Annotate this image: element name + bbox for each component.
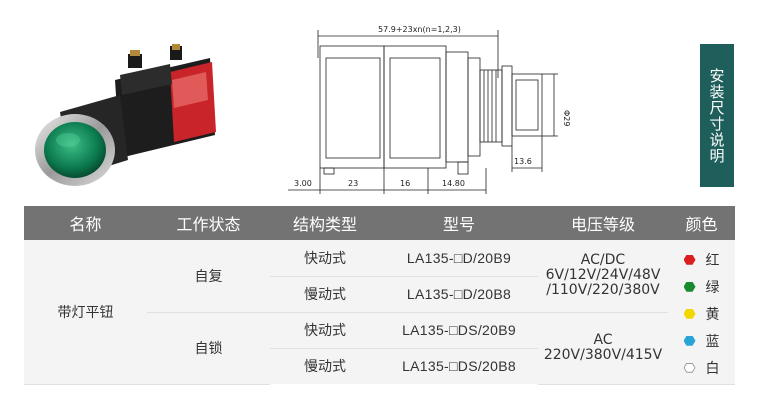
state-cell: 自复: [147, 240, 270, 313]
color-item-blue: 蓝: [683, 331, 720, 351]
product-name: 带灯平钮: [24, 240, 147, 385]
red-hexagon-icon: [683, 254, 696, 265]
header-voltage: 电压等级: [538, 206, 668, 240]
diameter-label: Φ29: [562, 110, 571, 126]
color-item-red: 红: [683, 250, 720, 270]
header-name: 名称: [24, 206, 147, 240]
blue-hexagon-icon: [683, 335, 696, 346]
model-cell: LA135-□DS/20B8: [380, 348, 538, 384]
color-label: 红: [705, 252, 720, 269]
color-label: 黄: [705, 306, 720, 323]
voltage-line: 6V/12V/24V/48V: [545, 267, 661, 284]
color-item-white: 白: [683, 358, 720, 378]
dim-label-1: 3.00: [294, 179, 312, 188]
color-item-yellow: 黄: [683, 304, 720, 324]
table-header-row: 名称 工作状态 结构类型 型号 电压等级 颜色: [24, 206, 735, 240]
green-hexagon-icon: [683, 281, 696, 292]
header-state: 工作状态: [147, 206, 270, 240]
header-structure: 结构类型: [270, 206, 380, 240]
product-photo: [20, 40, 235, 200]
state-cell: 自锁: [147, 312, 270, 385]
dim-label-2: 23: [348, 179, 358, 188]
overall-dim-label: 57.9+23xn(n=1,2,3): [378, 25, 461, 34]
voltage-cell: AC 220V/380V/415V: [538, 312, 668, 385]
white-hexagon-icon: [683, 362, 696, 373]
header-color: 颜色: [668, 206, 735, 240]
model-cell: LA135-□D/20B8: [380, 276, 538, 313]
spec-table: 名称 工作状态 结构类型 型号 电压等级 颜色 带灯平钮 自复 快动式 LA13…: [24, 206, 735, 385]
header-model: 型号: [380, 206, 538, 240]
voltage-line: 220V/380V/415V: [543, 347, 663, 363]
structure-cell: 快动式: [270, 312, 380, 349]
voltage-cell: AC/DC 6V/12V/24V/48V /110V/220/380V: [538, 240, 668, 313]
color-item-green: 绿: [683, 277, 720, 297]
install-dimensions-label: 安装尺寸说明: [707, 67, 726, 164]
voltage-line: AC/DC: [580, 252, 626, 269]
dim-label-4: 14.80: [442, 179, 465, 188]
voltage-line: /110V/220/380V: [546, 282, 660, 299]
structure-cell: 快动式: [270, 240, 380, 277]
install-dimensions-tab: 安装尺寸说明: [700, 44, 734, 187]
table-row: 带灯平钮 自复 快动式 LA135-□D/20B9 AC/DC 6V/12V/2…: [24, 240, 735, 385]
yellow-hexagon-icon: [683, 308, 696, 319]
model-cell: LA135-□DS/20B9: [380, 312, 538, 349]
table-row: 慢动式 LA135-□DS/20B8: [24, 348, 735, 384]
color-label: 绿: [705, 279, 720, 296]
depth-label: 13.6: [514, 157, 532, 166]
table-row: 慢动式 LA135-□D/20B8: [24, 276, 735, 313]
voltage-line: AC: [593, 332, 613, 348]
structure-cell: 慢动式: [270, 348, 380, 384]
color-label: 白: [705, 360, 720, 377]
dimension-drawing: 57.9+23xn(n=1,2,3) 3.00 23 16 14.80 Φ29 …: [288, 18, 588, 198]
table-row: 自锁 快动式 LA135-□DS/20B9 AC 220V/380V/415V: [24, 312, 735, 385]
color-cell: 红 绿 黄 蓝 白: [668, 240, 735, 385]
structure-cell: 慢动式: [270, 276, 380, 313]
color-label: 蓝: [705, 333, 720, 350]
dim-label-3: 16: [400, 179, 410, 188]
model-cell: LA135-□D/20B9: [380, 240, 538, 277]
